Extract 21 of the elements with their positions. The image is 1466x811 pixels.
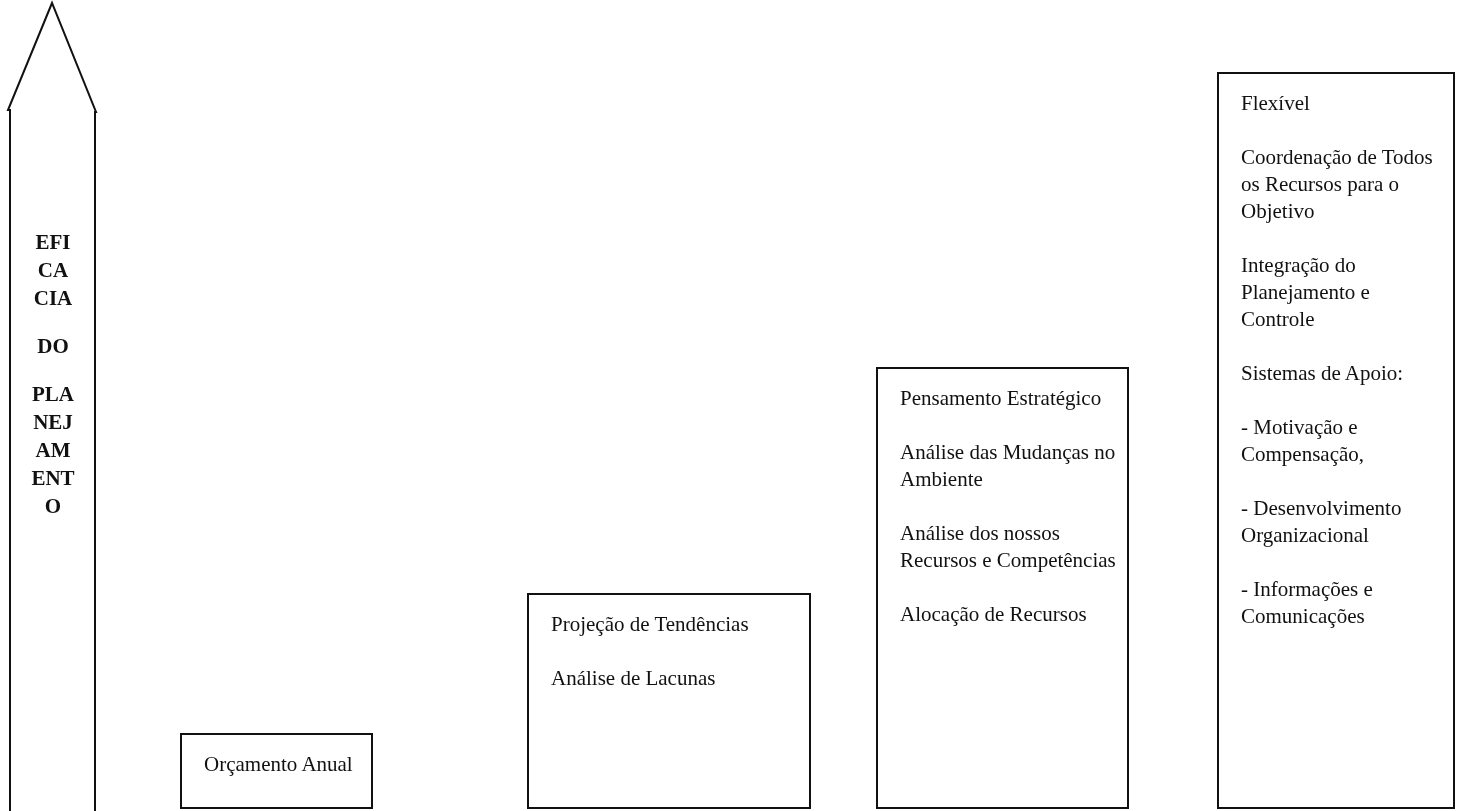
- box-text: Análise das Mudanças no Ambiente: [900, 439, 1117, 493]
- box-text: Orçamento Anual: [204, 751, 354, 778]
- box-text: Pensamento Estratégico: [900, 385, 1103, 412]
- box-text: - Informações e Comunicações: [1241, 576, 1374, 630]
- box-text: Alocação de Recursos: [900, 601, 1088, 628]
- box-text: Integração do Planejamento e Controle: [1241, 252, 1371, 333]
- box-text: - Motivação e Compensação,: [1241, 414, 1366, 468]
- box-text: - Desenvolvimento Organizacional: [1241, 495, 1403, 549]
- stage-box: [180, 733, 373, 809]
- box-text: Coordenação de Todos os Recursos para o Objetivo: [1241, 144, 1434, 225]
- box-text: Flexível: [1241, 90, 1311, 117]
- box-text: Projeção de Tendências: [551, 611, 750, 638]
- stage-box: [527, 593, 811, 809]
- arrow-text: EFI CA CIA: [32, 229, 74, 312]
- box-text: Análise dos nossos Recursos e Competências: [900, 520, 1117, 574]
- arrow-text: DO: [36, 333, 70, 360]
- box-text: Análise de Lacunas: [551, 665, 717, 692]
- stage-box: [1217, 72, 1455, 809]
- box-text: Sistemas de Apoio:: [1241, 360, 1405, 387]
- stage-box: [876, 367, 1129, 809]
- arrow-text: PLA NEJ AM ENT O: [30, 381, 76, 520]
